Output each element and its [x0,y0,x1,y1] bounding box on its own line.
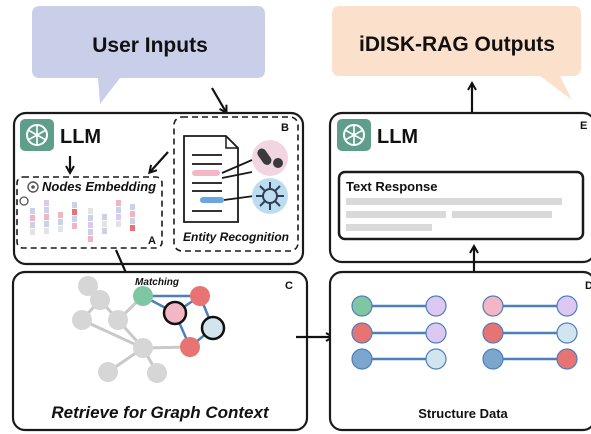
entity-recognition-box [173,116,299,252]
triple-node [482,295,504,317]
graph-node [98,362,118,382]
graph-node [72,310,92,330]
knowledge-graph [72,276,226,383]
corner-label-e: E [580,120,587,132]
virus-icon [252,178,288,214]
outputs-bubble: iDISK-RAG Outputs [332,6,581,100]
graph-node [108,310,128,330]
user-inputs-bubble: User Inputs [32,6,265,104]
text-response-title: Text Response [346,179,438,194]
triple-node [556,322,578,344]
triple-node [351,348,373,370]
llm-logo-icon [20,119,54,151]
graph-node [90,290,110,310]
graph-node-highlighted [162,300,188,326]
llm-label-e: LLM [377,126,418,148]
graph-node [133,286,153,306]
triple-node [351,295,373,317]
corner-label-c: C [285,280,293,292]
embedding-vector [72,202,77,229]
graph-node-highlighted [200,315,226,341]
embedding-vector [30,208,35,235]
entity-recognition-label: Entity Recognition [183,230,289,244]
graph-node [190,286,210,306]
pills-icon [252,140,288,176]
structure-data-title: Structure Data [418,406,508,421]
triple-node [482,322,504,344]
llm-logo-icon [337,119,371,151]
triple-node [556,295,578,317]
graph-context-title: Retrieve for Graph Context [51,403,270,422]
triple-node [425,295,447,317]
embedding-vector [102,214,107,234]
structured-triples [351,295,578,370]
panel-structure-data [328,270,591,432]
embedding-vector [130,204,135,231]
embedding-vector [116,200,121,227]
entity-to-embedding-arrow [150,151,169,172]
embedding-vector [44,200,49,234]
nodes-embedding-label: Nodes Embedding [42,179,156,194]
triple-node [351,322,373,344]
gear-icon [19,181,39,206]
triple-node [425,322,447,344]
outputs-label: iDISK-RAG Outputs [359,33,555,56]
triple-node [425,348,447,370]
input-arrow [211,87,226,112]
graph-node [147,363,167,383]
triple-node [482,348,504,370]
embedding-vectors [30,200,135,242]
graph-node [180,337,200,357]
graph-node [133,338,153,358]
triple-node [556,348,578,370]
embedding-vector [88,208,93,242]
matching-label: Matching [135,277,179,288]
user-inputs-label: User Inputs [92,34,208,57]
nodes-embedding-box [16,176,163,249]
graph-node [78,276,98,296]
embedding-vector [58,212,63,232]
llm-label-a: LLM [60,126,101,148]
corner-label-d: D [585,280,591,292]
text-response-box [337,170,585,241]
corner-label-b: B [281,122,289,134]
document-icon [183,135,255,223]
corner-label-a: A [148,235,156,247]
text-response-placeholder-lines [346,198,562,231]
